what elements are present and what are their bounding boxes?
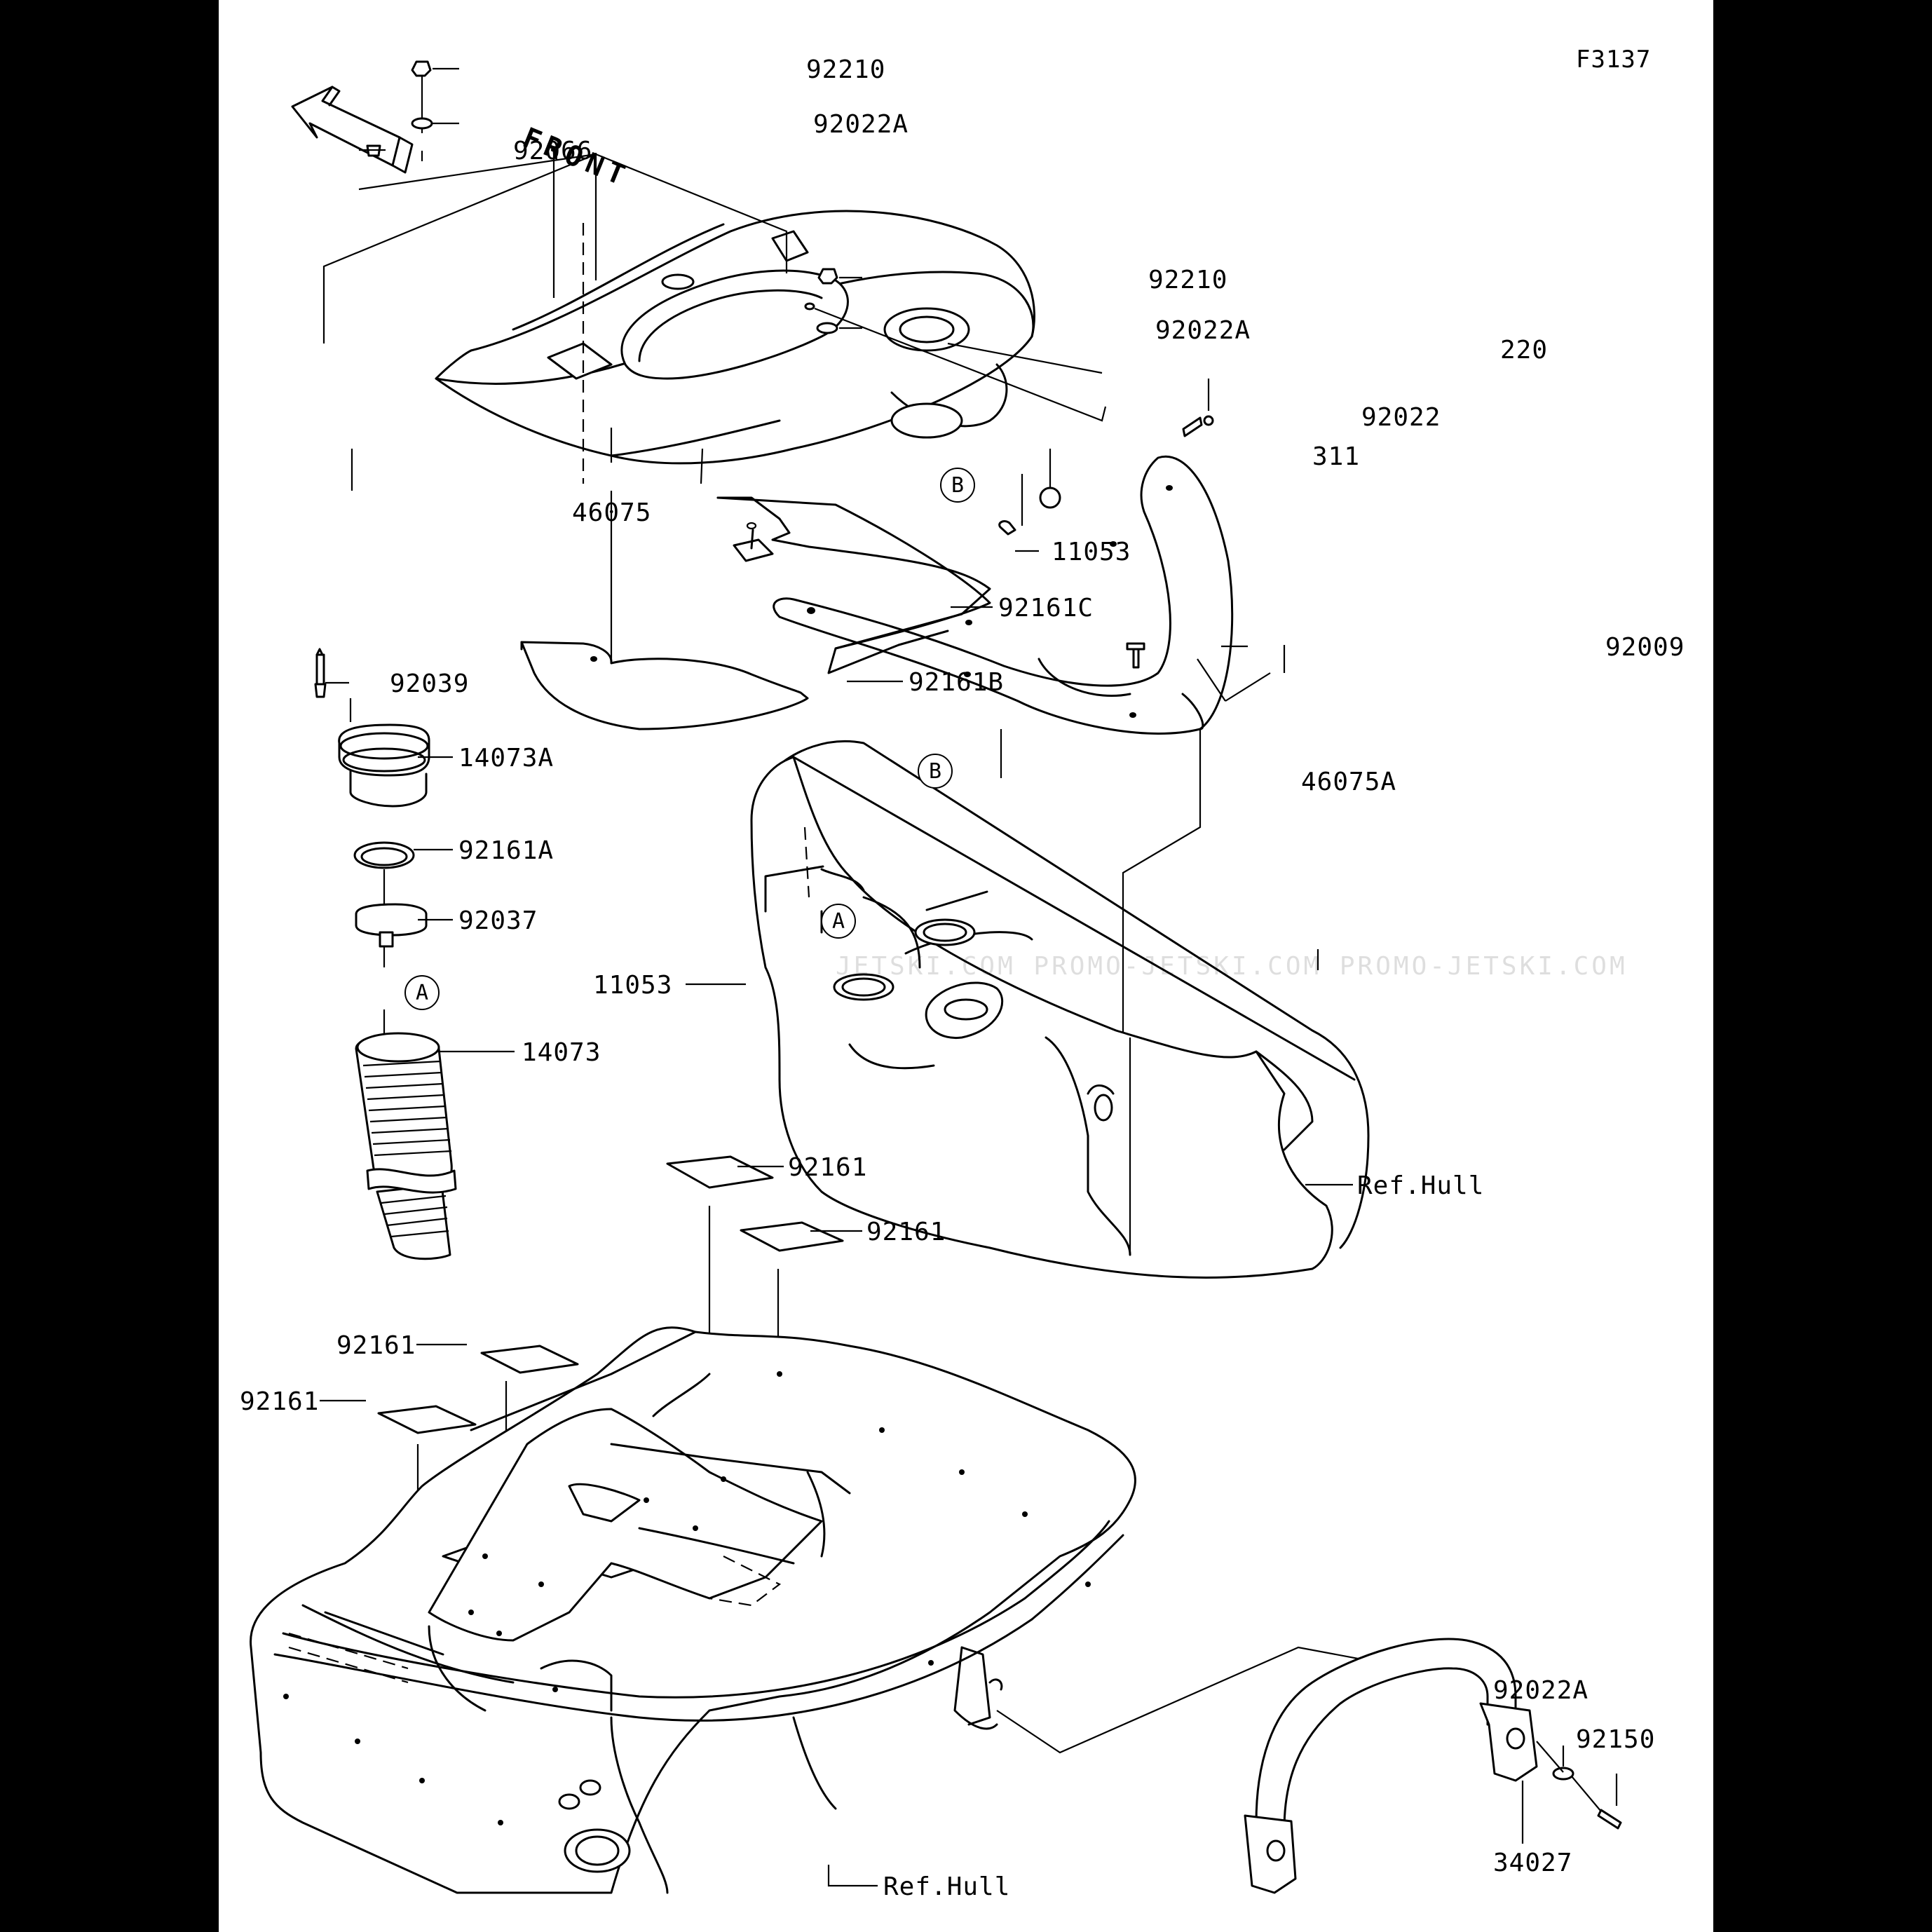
- callout-92039: 92039: [390, 669, 470, 698]
- marker-a-hull: A: [821, 904, 856, 939]
- figure-id: F3137: [1576, 46, 1652, 74]
- callout-92022A-mid: 92022A: [1155, 316, 1251, 345]
- callout-92210-top: 92210: [806, 55, 886, 84]
- leaders-top: [322, 70, 1107, 701]
- part-46075-deck: [435, 210, 1035, 465]
- callout-92161-b: 92161: [866, 1218, 946, 1246]
- callout-92066: 92066: [513, 137, 593, 165]
- hardware-top: [366, 60, 1214, 669]
- marker-b-top: B: [940, 468, 975, 503]
- part-46075A-front-cover: [773, 455, 1286, 1262]
- watermark: JETSKI.COM PROMO-JETSKI.COM PROMO-JETSKI…: [836, 952, 1628, 981]
- diagram-sheet: FRONT JETSKI.COM PROMO-JETSKI.COM PROMO-…: [219, 0, 1713, 1932]
- callout-220: 220: [1500, 336, 1549, 365]
- gasket-92161B: [520, 641, 809, 730]
- callout-92161A: 92161A: [458, 836, 555, 865]
- callout-11053-top: 11053: [1052, 538, 1131, 566]
- callout-92161-d: 92161: [240, 1387, 320, 1416]
- part-34027-handle: [1244, 1638, 1622, 1894]
- front-arrow-icon: [291, 86, 414, 174]
- marker-a-hose: A: [404, 975, 440, 1010]
- hull-middle: [750, 740, 1370, 1279]
- callout-92037: 92037: [458, 906, 538, 935]
- callout-92022: 92022: [1361, 403, 1441, 432]
- callout-46075A: 46075A: [1301, 768, 1397, 796]
- callout-14073A: 14073A: [458, 744, 555, 773]
- callout-92161C: 92161C: [998, 594, 1094, 623]
- label-leaders: [320, 67, 1353, 1887]
- callout-92022A-bottom: 92022A: [1493, 1676, 1589, 1705]
- callout-92161-c: 92161: [336, 1331, 416, 1360]
- marker-b-hull: B: [918, 754, 953, 789]
- callout-46075: 46075: [572, 498, 652, 527]
- hull-lower: [250, 1326, 1411, 1894]
- callout-34027: 34027: [1493, 1849, 1573, 1877]
- callout-92022A-top: 92022A: [813, 110, 909, 139]
- callout-92161B: 92161B: [909, 668, 1005, 697]
- exploded-parts-drawing: [250, 60, 1622, 1894]
- callout-92210-mid: 92210: [1148, 266, 1228, 294]
- hose-ribs: [362, 1060, 452, 1238]
- callout-ref-hull-mid: Ref.Hull: [1357, 1171, 1485, 1200]
- callout-14073: 14073: [522, 1038, 601, 1067]
- callout-311: 311: [1312, 442, 1361, 471]
- callout-ref-hull-bottom: Ref.Hull: [883, 1872, 1011, 1901]
- callout-92009: 92009: [1605, 633, 1685, 662]
- callout-11053-mid: 11053: [593, 971, 673, 1000]
- callout-92161-a: 92161: [788, 1153, 868, 1182]
- callout-92150: 92150: [1576, 1725, 1656, 1754]
- filler-parts: [314, 648, 457, 1260]
- gasket-92161C: [716, 496, 991, 674]
